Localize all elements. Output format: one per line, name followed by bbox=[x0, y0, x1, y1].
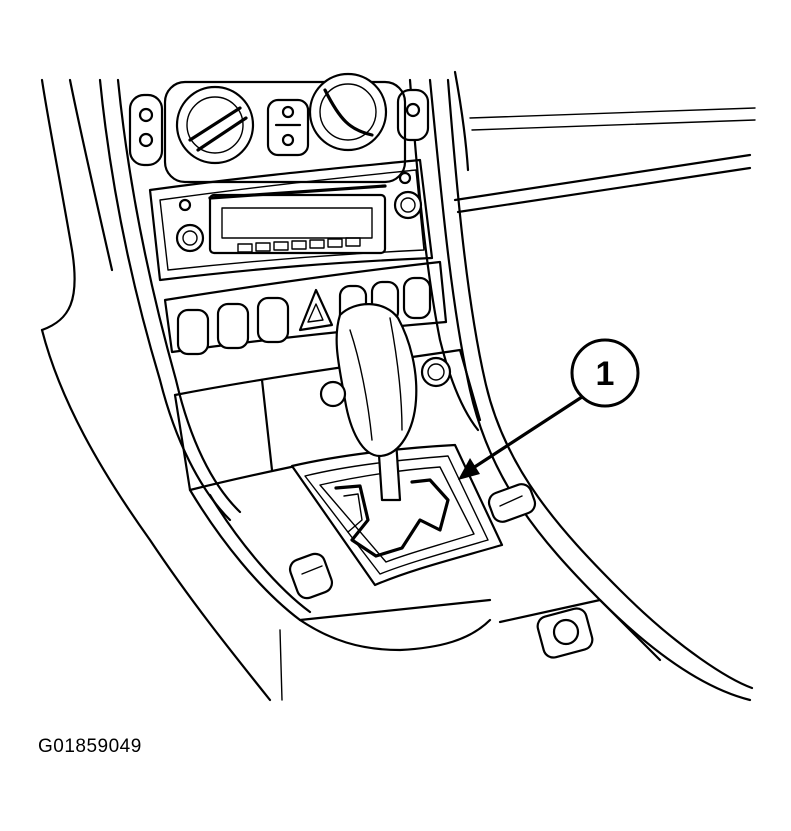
dashboard-outline bbox=[40, 70, 756, 702]
callout-number: 1 bbox=[596, 355, 615, 393]
radio-unit bbox=[148, 158, 434, 282]
figure-identifier: G01859049 bbox=[38, 736, 142, 757]
center-stack-frame bbox=[98, 78, 480, 522]
callout: 1 bbox=[458, 338, 640, 480]
shifter-assembly bbox=[173, 303, 662, 701]
climate-controls bbox=[128, 72, 430, 184]
